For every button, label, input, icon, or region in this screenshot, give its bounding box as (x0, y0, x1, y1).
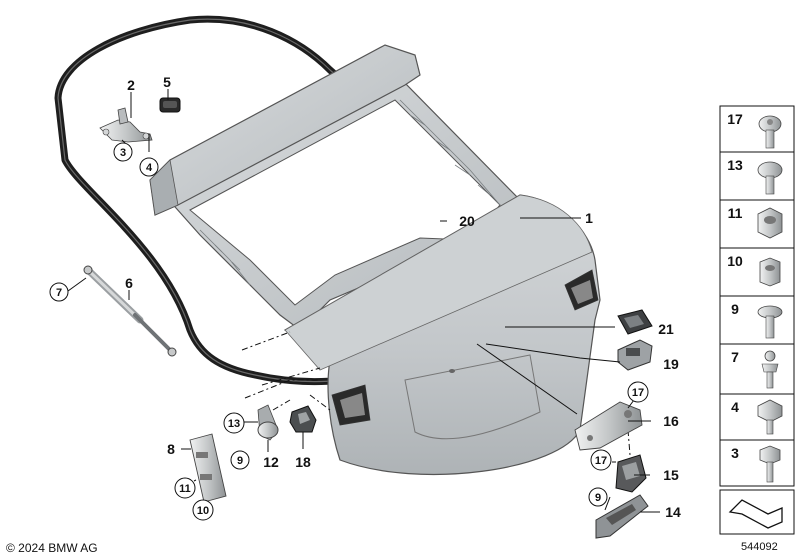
svg-text:7: 7 (731, 349, 739, 365)
svg-text:4: 4 (731, 399, 739, 415)
parts-cell-3: 3 (719, 439, 795, 487)
parts-cell-11: 11 (719, 199, 795, 249)
svg-text:9: 9 (237, 455, 243, 467)
parts-cell-4: 4 (719, 393, 795, 441)
part-latch (595, 494, 649, 539)
svg-text:17: 17 (595, 455, 607, 467)
svg-text:11: 11 (179, 483, 191, 495)
callout-1: 1 (585, 210, 593, 226)
callout-2: 2 (127, 77, 135, 93)
parts-cell-9: 9 (719, 295, 795, 345)
callout-13: 13 (223, 412, 245, 434)
callout-17-lower: 17 (590, 449, 612, 471)
callout-18: 18 (295, 454, 311, 470)
parts-column: 17 13 11 10 9 (719, 105, 795, 535)
svg-text:11: 11 (728, 205, 743, 221)
diagram-number: 544092 (741, 541, 778, 553)
callout-11: 11 (174, 477, 196, 499)
part-lock-bracket (289, 405, 317, 433)
part-hinge (99, 107, 153, 143)
callout-19: 19 (663, 356, 679, 372)
callout-10: 10 (192, 499, 214, 521)
svg-text:13: 13 (727, 157, 743, 173)
svg-text:4: 4 (146, 162, 153, 174)
svg-text:3: 3 (120, 147, 126, 159)
parts-cell-13: 13 (719, 151, 795, 201)
svg-text:17: 17 (727, 111, 743, 127)
part-striker (189, 433, 227, 503)
part-lock-unit (615, 454, 647, 493)
callout-12: 12 (263, 454, 279, 470)
part-cover-cap (159, 97, 181, 113)
callout-8: 8 (167, 441, 175, 457)
callout-14: 14 (665, 504, 681, 520)
svg-text:7: 7 (56, 287, 62, 299)
callout-21: 21 (658, 321, 674, 337)
svg-text:9: 9 (595, 492, 601, 504)
callout-7: 7 (49, 282, 69, 302)
callout-6: 6 (125, 275, 133, 291)
part-camera (617, 339, 653, 371)
part-gas-strut (83, 265, 177, 357)
copyright-text: © 2024 BMW AG (6, 541, 98, 555)
callout-17-upper: 17 (627, 381, 649, 403)
callout-3: 3 (113, 142, 133, 162)
callout-16: 16 (663, 413, 679, 429)
svg-text:17: 17 (632, 387, 644, 399)
parts-cell-7: 7 (719, 343, 795, 395)
svg-text:3: 3 (731, 445, 739, 461)
parts-cell-17: 17 (719, 105, 795, 153)
assembly-pictogram-icon (719, 489, 795, 535)
callout-5: 5 (163, 74, 171, 90)
parts-cell-10: 10 (719, 247, 795, 297)
svg-text:10: 10 (727, 253, 743, 269)
callout-4: 4 (139, 157, 159, 177)
svg-text:9: 9 (731, 301, 739, 317)
part-buffer (257, 404, 279, 441)
callout-15: 15 (663, 467, 679, 483)
part-switch (617, 309, 653, 335)
callout-20: 20 (459, 213, 475, 229)
callout-9-left: 9 (230, 450, 250, 470)
svg-text:10: 10 (197, 505, 209, 517)
svg-text:13: 13 (228, 418, 240, 430)
part-lock-carrier (574, 401, 643, 451)
callout-9-right: 9 (588, 487, 608, 507)
